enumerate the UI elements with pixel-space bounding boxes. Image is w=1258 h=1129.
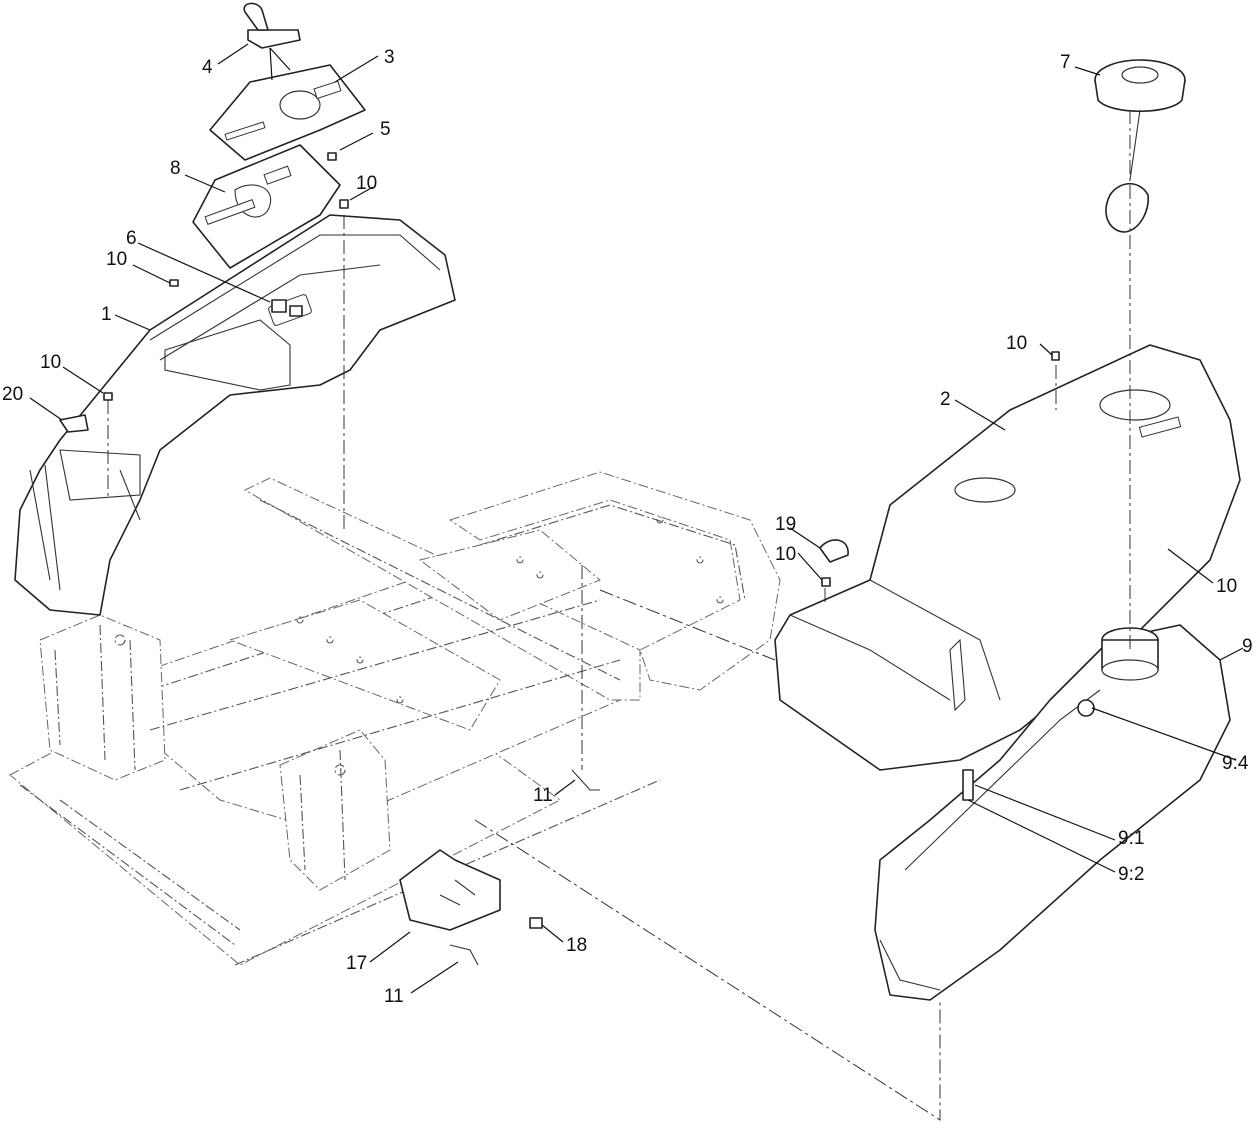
frame-cross-bar — [243, 477, 641, 701]
console-plate — [192, 144, 341, 269]
clip-11-b — [449, 944, 479, 966]
cap-20 — [59, 414, 89, 433]
callout-11-a: 11 — [533, 785, 553, 806]
frame-rear-plate — [418, 529, 601, 621]
callout-9-2: 9:2 — [1118, 864, 1144, 885]
callout-10-f: 10 — [1216, 576, 1237, 597]
callout-1: 1 — [101, 304, 112, 325]
callout-10-c: 10 — [40, 352, 61, 373]
frame-center-plate — [228, 599, 501, 731]
callout-6: 6 — [126, 228, 137, 249]
callout-19: 19 — [775, 514, 796, 535]
callout-4: 4 — [202, 57, 213, 78]
callout-10-d: 10 — [1006, 333, 1027, 354]
callout-5: 5 — [380, 119, 391, 140]
callout-9-4: 9:4 — [1222, 753, 1249, 774]
callout-10-b: 10 — [106, 249, 127, 270]
callout-8: 8 — [170, 158, 181, 179]
plate-8 — [192, 144, 341, 269]
callout-labels: 4 3 5 8 10 6 10 1 10 20 7 10 2 19 10 10 … — [2, 47, 1253, 1007]
frame-right-bracket — [279, 729, 391, 891]
fender-body — [14, 214, 456, 616]
callout-7: 7 — [1060, 52, 1071, 73]
chassis-frame — [9, 471, 781, 966]
callout-17: 17 — [346, 953, 367, 974]
leader-lines — [29, 43, 1244, 994]
callout-10-e: 10 — [775, 544, 796, 565]
right-fender-pod — [774, 344, 1241, 771]
callout-9-1: 9:1 — [1118, 828, 1144, 849]
callout-3: 3 — [384, 47, 395, 68]
callout-9: 9 — [1242, 636, 1253, 657]
cap-19 — [819, 539, 849, 563]
frame-right-loop — [448, 471, 781, 691]
decal-plate — [209, 64, 366, 161]
assembly-axes — [107, 110, 1131, 1121]
callout-18: 18 — [566, 935, 587, 956]
callout-2: 2 — [940, 389, 951, 410]
left-fender-pod — [14, 214, 456, 616]
throttle-lever — [243, 2, 301, 81]
clip-11-a — [571, 769, 600, 791]
fuel-cap — [1094, 59, 1186, 233]
switch-6 — [271, 299, 303, 317]
shield-17 — [399, 849, 543, 931]
callout-20: 20 — [2, 384, 23, 405]
callout-10-a: 10 — [356, 173, 377, 194]
callout-11-b: 11 — [384, 986, 404, 1007]
